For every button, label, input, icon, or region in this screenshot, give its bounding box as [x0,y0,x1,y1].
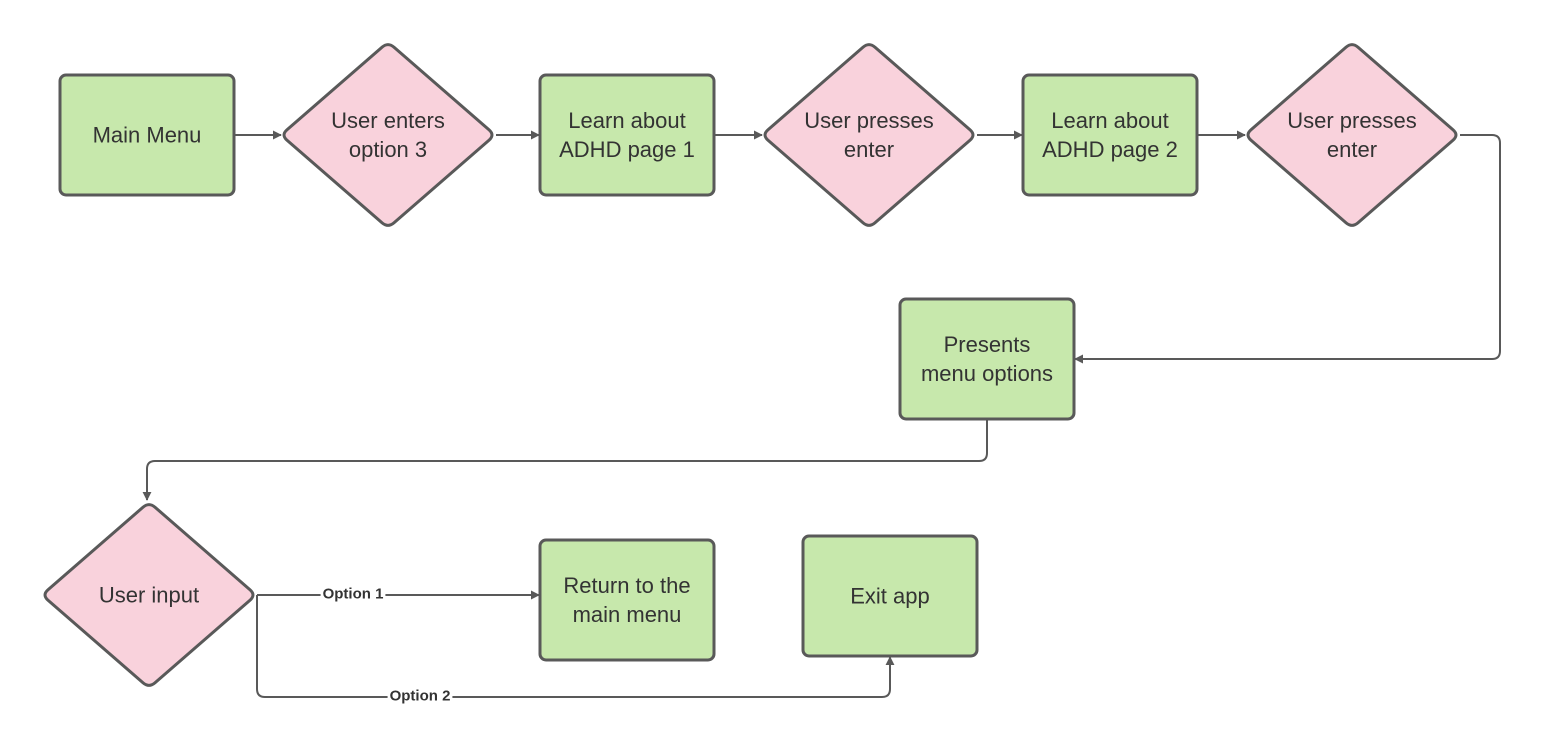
decision-diamond [43,503,255,687]
node-user-presses-enter-1: User presses enter [763,43,975,227]
node-label-line: ADHD page 1 [559,137,695,162]
node-label-line: Learn about [568,108,685,133]
decision-diamond [282,43,494,227]
nodes-layer: Main Menu User enters option 3 Learn aboutA… [43,43,1458,687]
process-box [538,73,716,197]
edge-label-e9: Option 2 [387,687,453,705]
node-label-line: menu options [921,361,1053,386]
edge-label-text: Option 2 [390,688,451,705]
process-box [538,538,716,662]
node-label-line: option 3 [349,137,427,162]
node-main-menu: Main Menu [58,73,236,197]
process-box [898,297,1076,421]
node-user-presses-enter-2: User presses enter [1246,43,1458,227]
node-user-input: User input [43,503,255,687]
edge-label-text: Option 1 [323,586,384,603]
edge-labels-layer: Option 1 Option 2 [320,585,453,705]
node-label-line: enter [1327,137,1377,162]
node-presents-menu-options: Presents menu options [898,297,1076,421]
decision-diamond [763,43,975,227]
decision-diamond [1246,43,1458,227]
process-box [801,534,979,658]
node-label-line: Exit app [850,584,930,609]
node-label-line: Presents [944,332,1031,357]
node-label-line: Learn about [1051,108,1168,133]
node-label-line: Main Menu [93,123,202,148]
edge-presents-menu-options-to-user-input [142,420,988,501]
node-label-line: User presses [1287,108,1417,133]
node-label-line: Return to the [563,573,690,598]
edge-label-e8: Option 1 [320,585,386,603]
node-label-line: main menu [573,602,682,627]
node-label-line: enter [844,137,894,162]
node-label-line: User input [99,583,199,608]
node-return-main-menu: Return to the main menu [538,538,716,662]
node-exit-app: Exit app [801,534,979,658]
edge-user-presses-enter-2-to-presents-menu-options [1074,134,1501,364]
node-label-line: User enters [331,108,445,133]
node-label-line: User presses [804,108,934,133]
process-box [58,73,236,197]
node-label-line: ADHD page 2 [1042,137,1178,162]
edge-user-input-to-exit-app [256,595,895,698]
edges-layer [142,130,1501,698]
node-user-enters-option-3: User enters option 3 [282,43,494,227]
process-box [1021,73,1199,197]
